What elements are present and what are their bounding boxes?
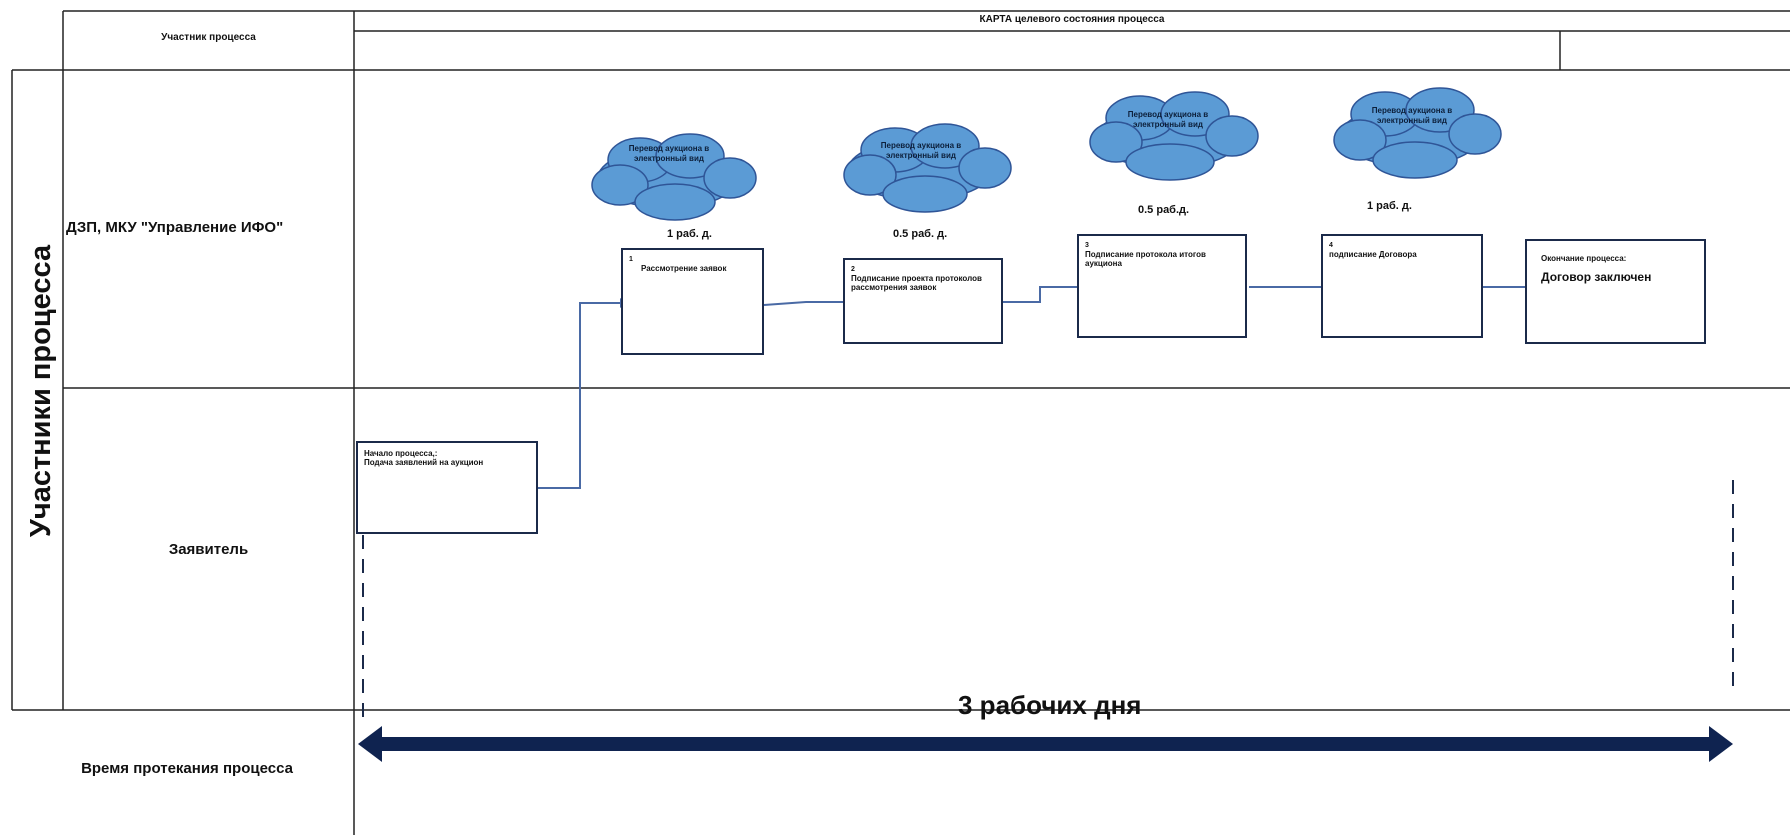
cloud-2-text: Перевод аукциона в электронный вид bbox=[880, 141, 962, 160]
start-step-title: Начало процесса,: bbox=[364, 449, 438, 458]
process-step-1[interactable]: 1 Рассмотрение заявок bbox=[621, 248, 764, 355]
cloud-2 bbox=[843, 123, 1012, 213]
start-step[interactable]: Начало процесса,: Подача заявлений на ау… bbox=[356, 441, 538, 534]
step-number: 1 bbox=[629, 256, 633, 263]
step-number: 3 bbox=[1085, 242, 1089, 249]
step-label: Подписание проекта протоколов рассмотрен… bbox=[851, 274, 982, 293]
step-4-duration: 1 раб. д. bbox=[1367, 200, 1412, 212]
cloud-3-text: Перевод аукциона в электронный вид bbox=[1127, 110, 1209, 129]
participant-column-header: Участник процесса bbox=[161, 32, 256, 43]
timeline-arrow bbox=[358, 726, 1733, 762]
cloud-1 bbox=[591, 133, 757, 221]
process-step-2[interactable]: 2 Подписание проекта протоколов рассмотр… bbox=[843, 258, 1003, 344]
step-number: 4 bbox=[1329, 242, 1333, 249]
end-step[interactable]: Окончание процесса: Договор заключен bbox=[1525, 239, 1706, 344]
lane-label-dzp: ДЗП, МКУ "Управление ИФО" bbox=[66, 219, 284, 236]
step-3-duration: 0.5 раб.д. bbox=[1138, 204, 1190, 216]
cloud-1-text: Перевод аукциона в электронный вид bbox=[628, 144, 710, 163]
step-label: подписание Договора bbox=[1329, 250, 1417, 260]
lane-label-applicant: Заявитель bbox=[168, 541, 249, 558]
cloud-3 bbox=[1089, 91, 1259, 181]
total-duration-label: 3 рабочих дня bbox=[958, 690, 1142, 720]
cloud-4-text: Перевод аукциона в электронный вид bbox=[1371, 106, 1453, 125]
step-2-duration: 0.5 раб. д. bbox=[893, 228, 948, 240]
process-step-4[interactable]: 4 подписание Договора bbox=[1321, 234, 1483, 338]
start-step-label: Подача заявлений на аукцион bbox=[364, 458, 484, 468]
process-step-3[interactable]: 3 Подписание протокола итогов аукциона bbox=[1077, 234, 1247, 338]
process-time-label: Время протекания процесса bbox=[81, 760, 293, 777]
step-label: Подписание протокола итогов аукциона bbox=[1085, 250, 1206, 269]
end-step-title: Окончание процесса: bbox=[1541, 254, 1627, 263]
cloud-4 bbox=[1333, 87, 1502, 179]
step-number: 2 bbox=[851, 266, 855, 273]
step-1-duration: 1 раб. д. bbox=[667, 228, 712, 240]
end-step-label: Договор заключен bbox=[1541, 270, 1652, 285]
step-label: Рассмотрение заявок bbox=[641, 264, 727, 274]
map-title: КАРТА целевого состояния процесса bbox=[979, 14, 1165, 25]
participants-vertical-title: Участники процесса bbox=[25, 244, 57, 538]
